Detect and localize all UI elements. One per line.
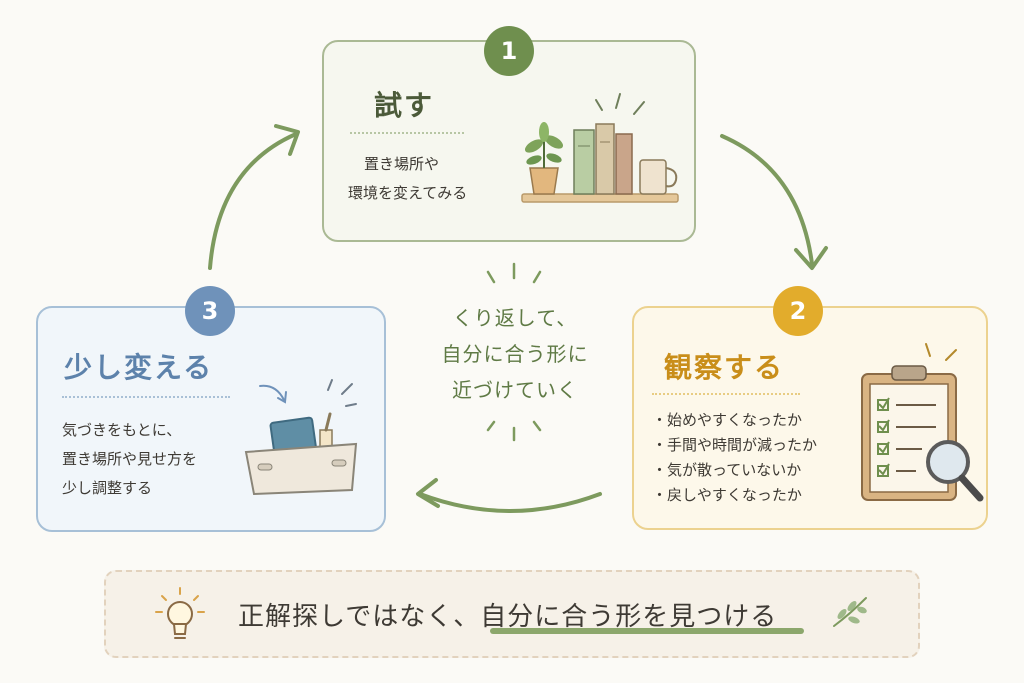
- observation-checklist: 始めやすくなったか 手間や時間が減ったか 気が散っていないか 戻しやすくなったか: [652, 408, 817, 508]
- list-item: 戻しやすくなったか: [652, 483, 817, 508]
- step-title: 観察する: [664, 351, 785, 384]
- highlight-underline: [490, 628, 804, 634]
- step-title: 試す: [374, 89, 435, 122]
- dotted-divider: [652, 393, 800, 395]
- list-item: 気が散っていないか: [652, 458, 817, 483]
- cycle-center-message: くり返して、 自分に合う形に 近づけていく: [441, 306, 589, 402]
- clipboard-magnifier-icon: [861, 343, 984, 502]
- lightbulb-icon: [155, 587, 205, 639]
- dotted-divider: [350, 132, 464, 134]
- leaf-sprig-icon: [833, 597, 867, 627]
- step-description: 気づきをもとに、 置き場所や見せ方を 少し調整する: [62, 421, 198, 497]
- takeaway-banner: [104, 570, 920, 658]
- dotted-divider: [62, 396, 230, 398]
- center-sparkle-icon: [486, 262, 542, 442]
- bookshelf-plant-mug-icon: [521, 93, 679, 203]
- takeaway-message: 正解探しではなく、自分に合う形を見つける: [238, 602, 778, 632]
- takeaway-highlight: 自分に合う形を見つける: [480, 602, 778, 632]
- step-title: 少し変える: [64, 351, 214, 384]
- step-number-badge: 1: [484, 26, 534, 76]
- list-item: 手間や時間が減ったか: [652, 433, 817, 458]
- step-description: 置き場所や 環境を変えてみる: [348, 155, 468, 202]
- arrow-try-to-observe: [720, 134, 814, 266]
- arrow-adjust-to-try: [208, 132, 298, 270]
- step-number-badge: 2: [773, 286, 823, 336]
- step-number-badge: 3: [185, 286, 235, 336]
- arrow-observe-to-adjust: [418, 492, 602, 513]
- list-item: 始めやすくなったか: [652, 408, 817, 433]
- storage-box-icon: [244, 379, 358, 496]
